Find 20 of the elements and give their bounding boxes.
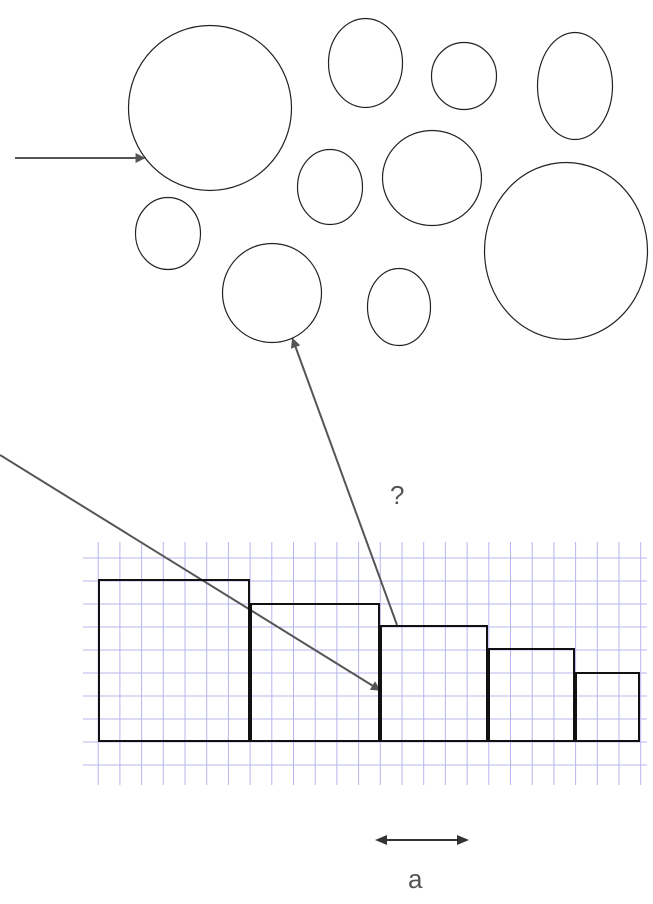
dimension-label: a (408, 866, 422, 892)
histogram-bar (575, 672, 640, 742)
circle-shape (382, 130, 482, 226)
circle-shape (222, 243, 322, 343)
histogram-bar (380, 625, 488, 742)
histogram-bar (250, 603, 380, 742)
circle-shape (328, 18, 403, 108)
circle-shape (367, 268, 431, 346)
arrow (290, 338, 398, 626)
histogram-bar (488, 648, 575, 742)
circle-shape (297, 149, 363, 225)
circle-shape (128, 25, 292, 191)
circle-shape (431, 42, 497, 110)
circle-shape (135, 197, 201, 270)
question-mark-label: ? (390, 482, 404, 508)
arrow (15, 153, 146, 163)
circle-shape (537, 32, 613, 140)
histogram-bar (98, 579, 250, 742)
circle-shape (484, 162, 648, 340)
arrow (0, 454, 381, 692)
